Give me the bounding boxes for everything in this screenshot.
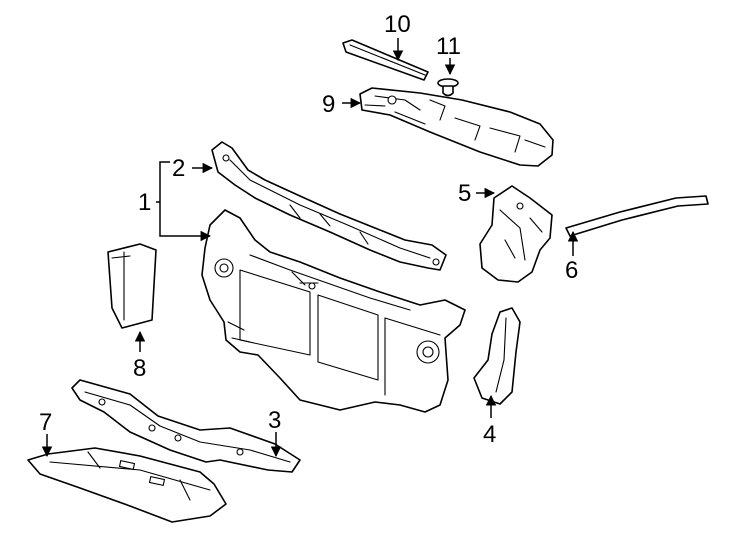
- callout-2: 2: [172, 155, 185, 182]
- callout-7: 7: [39, 409, 52, 436]
- part-7-air-baffle: [27, 447, 227, 523]
- part-1-radiator-support: [201, 209, 466, 413]
- part-3-lower-tie-bar: [71, 379, 301, 473]
- part-9-support-cover: [359, 87, 554, 167]
- part-11-push-clip: [437, 78, 459, 97]
- callout-labels: 10 11 9 2 1 5 6 8 4 3 7: [39, 11, 578, 448]
- part-2-upper-tie-bar: [211, 141, 447, 271]
- part-10-seal-strip: [342, 39, 429, 81]
- part-5-bracket: [479, 185, 553, 283]
- part-6-support-rod: [565, 195, 709, 237]
- callout-8: 8: [133, 355, 146, 382]
- callout-1: 1: [138, 189, 151, 216]
- callout-10: 10: [384, 11, 411, 38]
- part-8-air-deflector: [107, 243, 157, 329]
- part-4-air-deflector: [473, 307, 521, 405]
- leader-lines: [41, 38, 579, 458]
- callout-9: 9: [322, 91, 335, 118]
- leader-1-bracket: [159, 161, 210, 236]
- callout-6: 6: [565, 257, 578, 284]
- callout-11: 11: [436, 33, 461, 60]
- callout-4: 4: [483, 421, 496, 448]
- callout-3: 3: [268, 407, 281, 434]
- callout-5: 5: [458, 180, 471, 207]
